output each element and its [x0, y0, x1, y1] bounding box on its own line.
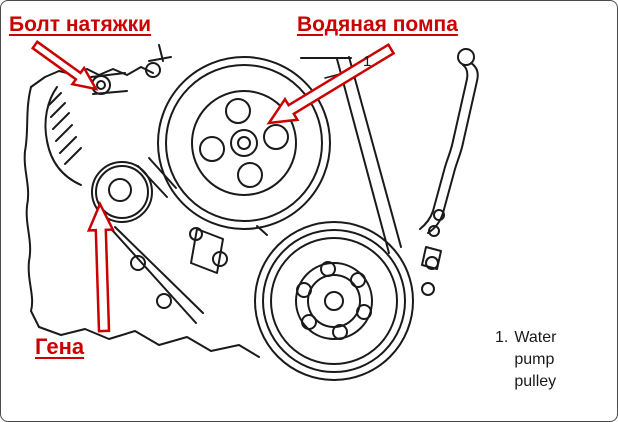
- crankshaft-pulley-drawing: [254, 221, 414, 381]
- callout-number: 1: [363, 53, 372, 70]
- legend-line: pump: [514, 351, 555, 368]
- generator-label: Гена: [35, 334, 85, 359]
- legend-number: 1.: [495, 329, 509, 346]
- legend: 1. Water pump pulley: [495, 327, 556, 393]
- legend-line: pulley: [514, 373, 557, 390]
- generator-arrow: [86, 201, 115, 333]
- water-pump-label: Водяная помпа: [297, 13, 458, 36]
- drive-belt-lines: [103, 56, 402, 324]
- legend-line: Water: [514, 329, 557, 346]
- dipstick-rod-drawing: [419, 48, 479, 296]
- water-pump-pulley-drawing: [157, 56, 331, 230]
- water-pump-arrow: [266, 42, 396, 125]
- alternator-pulley-drawing: [91, 161, 153, 223]
- tension-bolt-arrow: [30, 40, 99, 91]
- annotation-arrows: [30, 40, 396, 333]
- engine-block-outline: [23, 44, 260, 358]
- tension-bolt-label: Болт натяжки: [9, 13, 152, 36]
